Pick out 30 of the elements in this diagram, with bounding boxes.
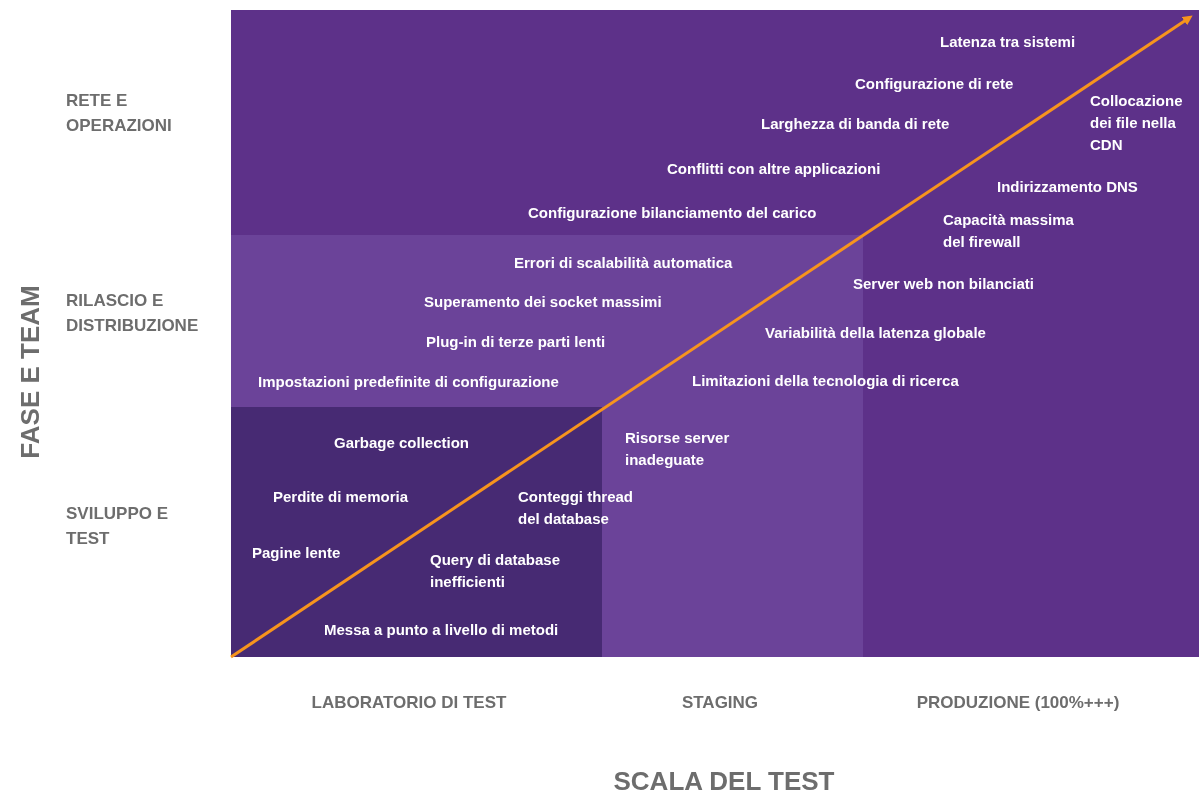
issue-label: Configurazione di rete (855, 74, 1014, 94)
issue-label: Perdite di memoria (273, 487, 409, 507)
issue-label: Impostazioni predefinite di configurazione (258, 372, 559, 392)
column-label: LABORATORIO DI TEST (311, 692, 507, 714)
issue-label: Errori di scalabilità automatica (514, 253, 733, 273)
axis-title: FASE E TEAM (13, 285, 46, 459)
issue-label: Conteggi thread del database (518, 487, 634, 529)
column-label: STAGING (681, 692, 759, 714)
issue-label: Conflitti con altre applicazioni (667, 159, 881, 179)
issue-label: Messa a punto a livello di metodi (324, 620, 559, 640)
issue-label: Indirizzamento DNS (997, 177, 1138, 197)
issue-label: Superamento dei socket massimi (424, 292, 662, 312)
axis-title: SCALA DEL TEST (613, 765, 835, 791)
issue-label: Query di database inefficienti (430, 550, 562, 592)
issue-label: Variabilità della latenza globale (765, 323, 986, 343)
issue-label: Risorse server inadeguate (625, 428, 731, 470)
issue-label: Collocazione dei file nella CDN (1090, 91, 1184, 155)
issue-label: Server web non bilanciati (853, 274, 1034, 294)
issue-label: Limitazioni della tecnologia di ricerca (692, 371, 959, 391)
column-label: PRODUZIONE (100%+++) (916, 692, 1120, 714)
row-label: RETE E OPERAZIONI (66, 90, 173, 137)
issue-label: Latenza tra sistemi (940, 32, 1076, 52)
issue-label: Larghezza di banda di rete (761, 114, 950, 134)
row-label: SVILUPPO E TEST (66, 503, 170, 550)
issue-label: Capacità massima del firewall (943, 210, 1075, 252)
issue-label: Configurazione bilanciamento del carico (528, 203, 817, 223)
issue-label: Plug-in di terze parti lenti (426, 332, 606, 352)
issue-label: Garbage collection (334, 433, 470, 453)
row-label: RILASCIO E DISTRIBUZIONE (66, 290, 200, 337)
issue-label: Pagine lente (252, 543, 341, 563)
